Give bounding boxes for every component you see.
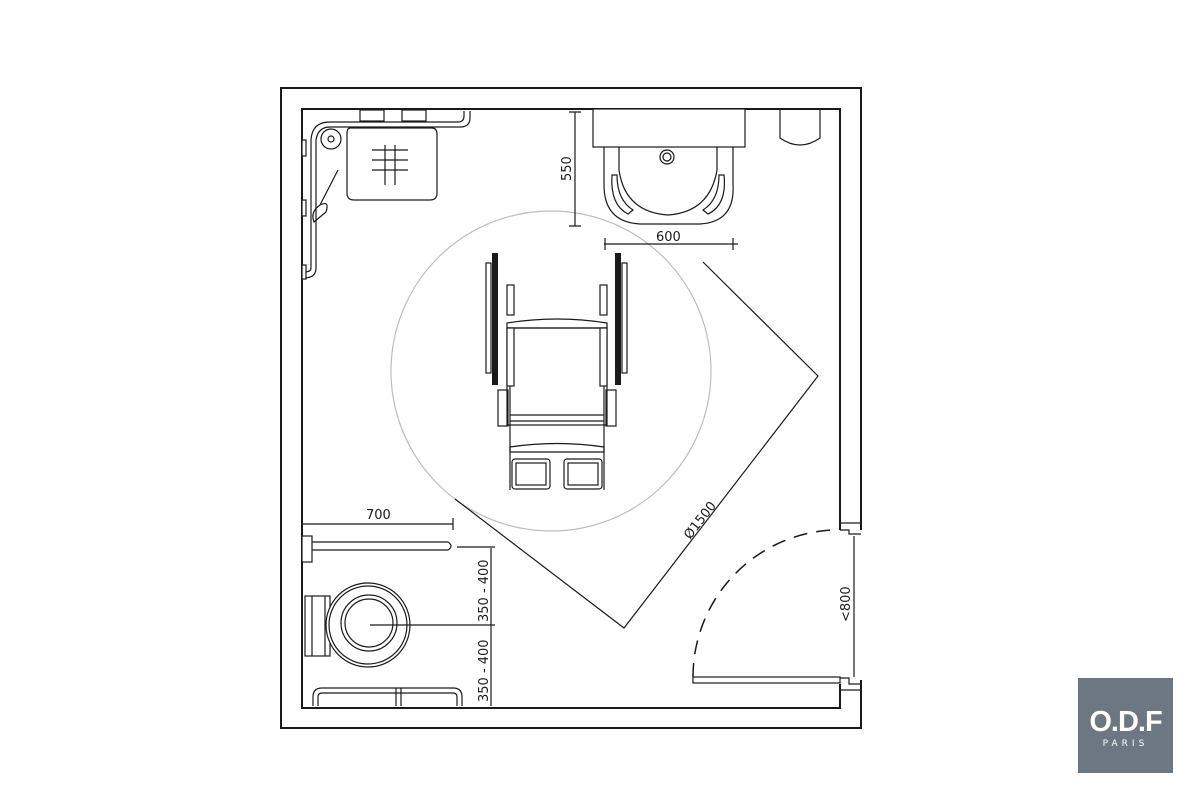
dim-door-width: <800 — [839, 586, 854, 622]
dim-line-700 — [303, 518, 454, 530]
dim-line-600 — [604, 238, 738, 250]
toilet — [301, 535, 495, 706]
dim-sink-depth: 550 — [560, 156, 575, 181]
dim-line-toilet — [457, 546, 495, 706]
logo-name: O.D.F — [1089, 706, 1162, 738]
dim-line-550 — [569, 111, 581, 227]
odf-paris-logo: O.D.F PARIS — [1078, 678, 1173, 773]
wheelchair — [485, 253, 628, 490]
logo-sub: PARIS — [1102, 739, 1149, 749]
turning-circle — [390, 210, 712, 532]
turning-diagonal — [454, 261, 819, 629]
dim-sink-width: 600 — [656, 230, 681, 245]
door — [692, 529, 841, 684]
walls — [280, 87, 862, 729]
dim-turning-circle: Ø1500 — [681, 499, 719, 542]
dim-toilet-upper: 350 - 400 — [477, 559, 492, 622]
dim-toilet-lower: 350 - 400 — [477, 639, 492, 702]
washbasin — [592, 108, 821, 225]
shower-seat-and-bars — [301, 109, 471, 280]
dim-grab-bar: 700 — [366, 508, 391, 523]
